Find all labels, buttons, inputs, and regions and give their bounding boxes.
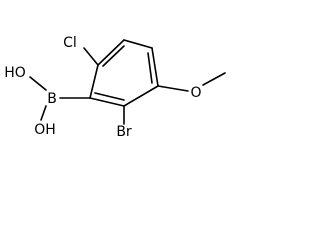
ring-bond-top [97,39,125,66]
bond-ring-to-chlorine [83,47,99,66]
atom-label-boron: B [47,91,57,107]
ring-bond-right-inner [147,52,153,84]
bond-boron-to-hydroxyl-upper [29,76,47,91]
atom-label-methoxy-oxygen: O [190,85,201,101]
ring-bond-right [151,47,159,87]
diagram-background [0,0,240,200]
structure-diagram: Cl B HO OH Br O [0,0,240,200]
ring-bond-top-inner [102,45,125,67]
ring-bond-bottom-left [89,97,125,107]
bond-boron-to-hydroxyl-lower [40,105,47,121]
ring-bond-bottom-left-inner [94,92,125,101]
ring-bond-left [89,64,99,99]
atom-label-chlorine: Cl [63,35,77,51]
ring-bond-top-right [123,39,153,49]
atom-label-hydroxyl-upper: HO [4,65,26,81]
benzene-ring [89,39,159,107]
ring-bond-bottom-right [123,85,159,107]
atom-label-hydroxyl-lower: OH [34,122,56,138]
bond-ring-to-methoxy-oxygen [157,85,189,92]
bond-methoxy-oxygen-to-methyl [202,72,226,86]
atom-label-bromine: Br [116,124,132,140]
